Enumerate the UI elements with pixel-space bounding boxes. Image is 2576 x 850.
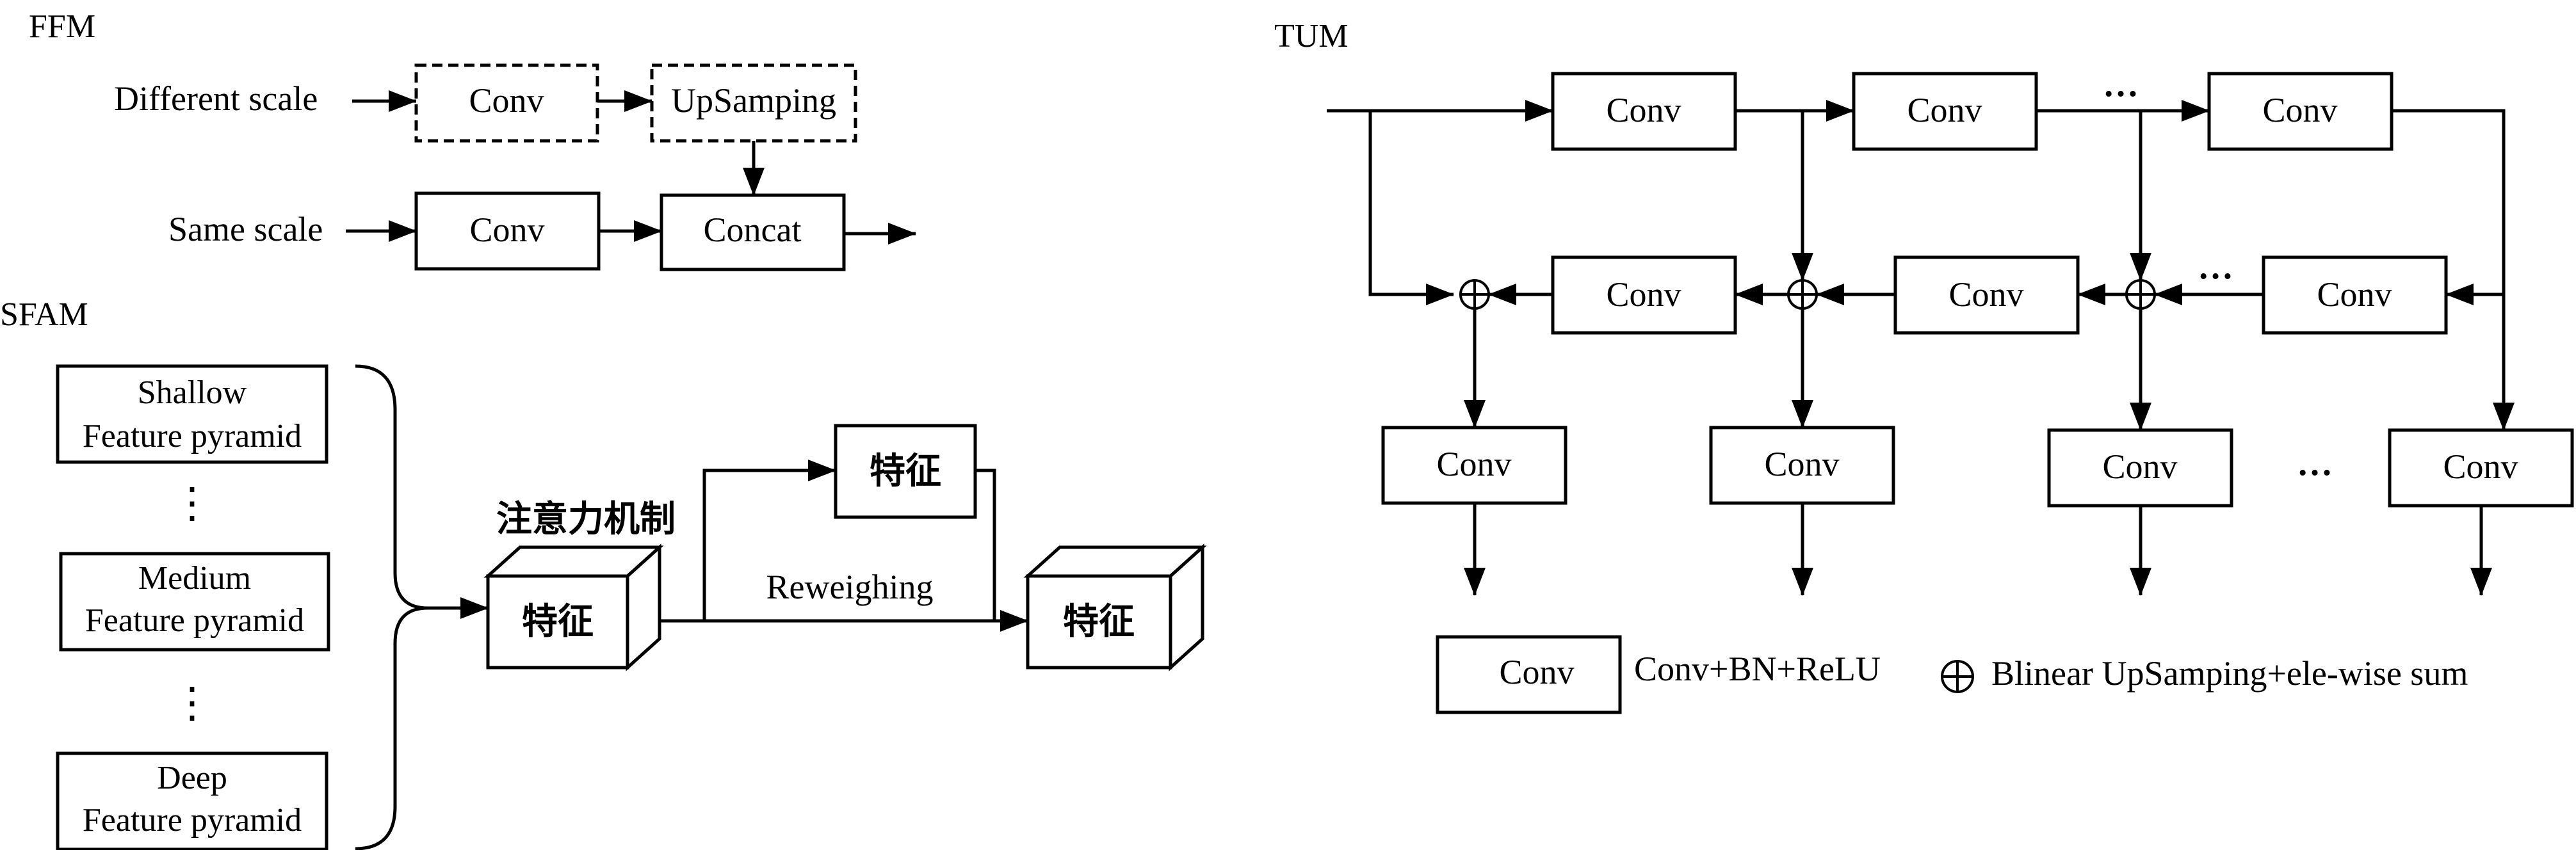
medium-label-1: Medium [138,560,251,597]
medium-pyramid-box [59,552,330,652]
bottom-conv-3-label: Conv [2102,447,2177,486]
sum-node-3 [2125,279,2156,310]
bottom-conv-3-box [2047,428,2233,508]
legend-sum-icon [1941,660,1974,693]
feature-box [834,424,977,519]
tum-section: TUM Conv Conv … Conv Conv … Conv [1274,18,2574,714]
input-skip-arrow [1368,111,1454,305]
ffm-upsampling-label: UpSamping [671,81,836,120]
feature-cube-1-label: 特征 [522,601,594,643]
mid-ellipsis: … [2198,247,2233,287]
feature-box-label: 特征 [870,451,941,492]
bottom-conv-2-label: Conv [1764,445,1839,483]
feature-cube-1: 特征 [483,543,664,671]
mid-conv-1-label: Conv [1606,275,1681,314]
ffm-conv-label: Conv [469,211,544,249]
legend-conv-desc: Conv+BN+ReLU [1634,650,1881,688]
bottom-conv-2-box [1709,426,1895,505]
ffm-section: FFM Different scale Conv UpSamping Same … [29,8,916,271]
deep-pyramid-box [56,751,328,850]
vdots-2: ⋮ [171,680,213,726]
shallow-pyramid-box [56,364,328,464]
different-scale-label: Different scale [114,79,318,118]
pyramid-brace [355,364,428,850]
deep-label-2: Feature pyramid [83,802,302,838]
sfam-title: SFAM [0,296,88,333]
top-3-to-mid-3-arrow [2392,109,2506,305]
bottom-conv-1-label: Conv [1436,445,1511,483]
top-conv-1-box [1551,72,1737,151]
ffm-title: FFM [29,8,95,45]
ffm-conv-box [414,191,601,271]
box-to-reweigh-line [975,469,996,621]
deep-label-1: Deep [157,760,227,796]
shallow-label-2: Feature pyramid [83,418,302,454]
ffm-concat-label: Concat [704,211,802,249]
mid-conv-2-label: Conv [1948,275,2023,314]
sum-node-2 [1787,279,1818,310]
bottom-ellipsis: … [2297,444,2333,483]
sum-node-1 [1459,279,1490,310]
bottom-conv-4-label: Conv [2443,447,2518,486]
feature-to-box-arrow [660,460,836,623]
ffm-concat-box [660,193,846,271]
medium-label-2: Feature pyramid [85,602,304,639]
ffm-conv-dashed-label: Conv [469,81,544,120]
mid-conv-1-box [1551,255,1737,335]
top-conv-1-label: Conv [1606,91,1681,129]
bottom-conv-1-box [1381,426,1567,505]
tum-title: TUM [1274,18,1349,54]
top-conv-2-label: Conv [1907,91,1982,129]
legend-conv-box [1436,635,1622,714]
ffm-upsampling-box [650,63,857,143]
attention-label: 注意力机制 [496,499,676,540]
top-conv-3-box [2207,72,2394,151]
sfam-section: SFAM Shallow Feature pyramid ⋮ Medium Fe… [0,296,1207,850]
legend-sum-desc: Blinear UpSamping+ele-wise sum [1991,654,2468,693]
top-conv-3-label: Conv [2262,91,2337,129]
reweighing-label: Reweighing [766,568,934,606]
feature-cube-2: 特征 [1023,543,1207,671]
legend-conv-label: Conv [1499,653,1574,691]
shallow-label-1: Shallow [138,374,247,411]
vdots-1: ⋮ [171,480,213,527]
ffm-conv-dashed-box [414,63,599,143]
feature-cube-2-label: 特征 [1063,601,1135,643]
same-scale-label: Same scale [168,210,323,248]
top-ellipsis: … [2103,65,2139,104]
mid-conv-3-label: Conv [2317,275,2392,314]
bottom-conv-4-box [2388,428,2574,508]
